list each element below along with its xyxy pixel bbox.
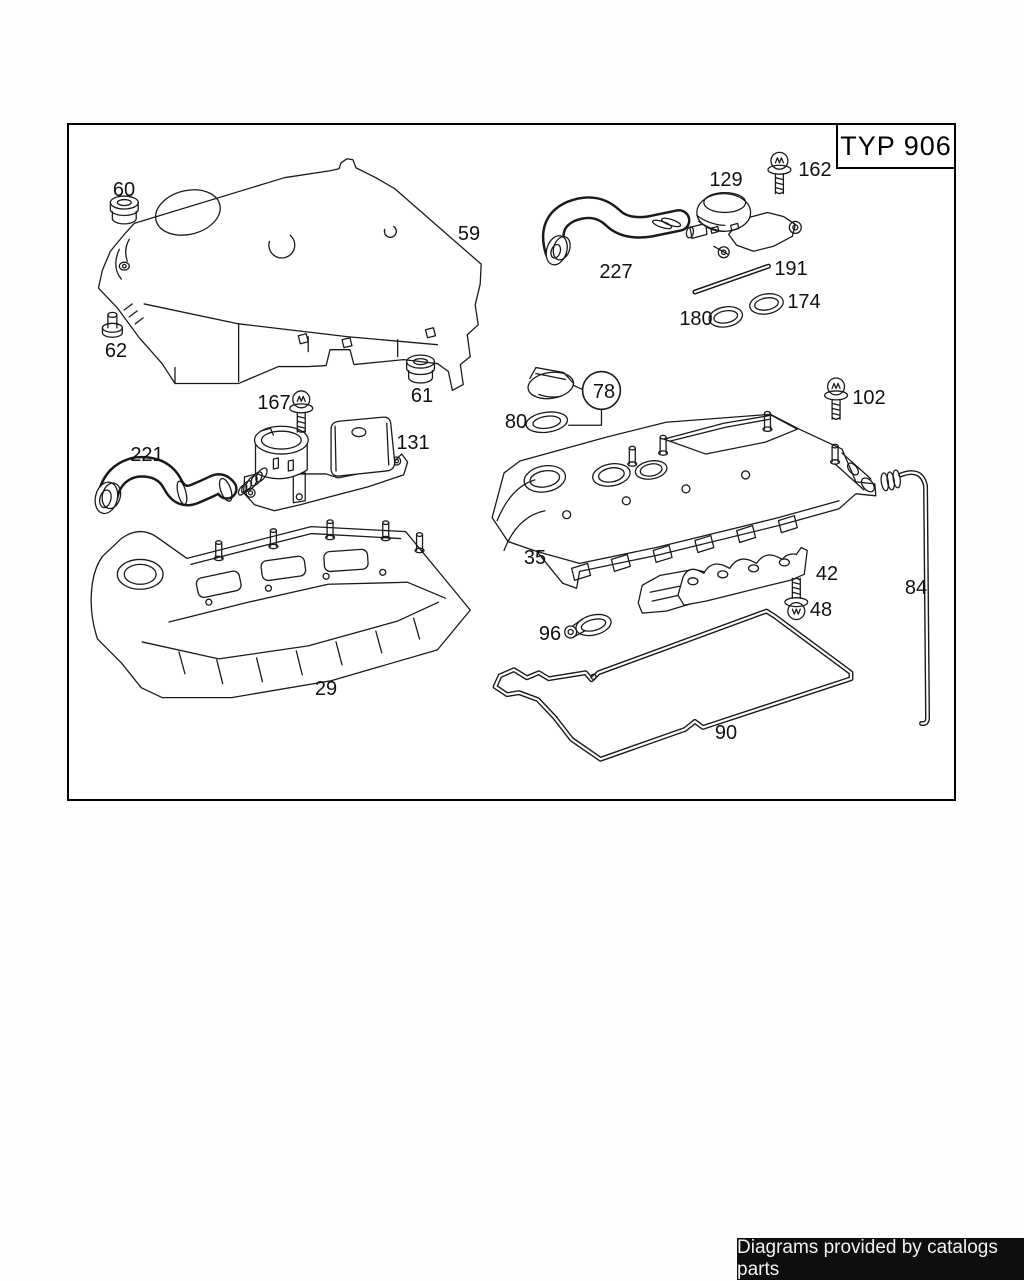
part-62-screw-drawing	[101, 311, 123, 338]
diagram-frame: TYP 906 60 62 59 61 167 131 221 29 227 1…	[67, 123, 956, 801]
part-90-gasket-drawing	[492, 608, 854, 762]
attribution-bar: Diagrams provided by catalogs parts	[737, 1237, 1024, 1280]
part-102-bolt-drawing	[823, 377, 849, 420]
part-label-78: 78	[592, 381, 616, 403]
part-label-61: 61	[410, 385, 434, 407]
part-label-227: 227	[599, 261, 633, 283]
part-78-oil-cap-drawing	[527, 366, 622, 426]
part-59-engine-cover-drawing	[97, 158, 482, 392]
part-48-bolt-drawing	[784, 577, 809, 621]
part-label-35: 35	[523, 547, 547, 569]
part-29-cylinder-head-cover-drawing	[90, 519, 471, 699]
part-162-bolt-drawing	[767, 151, 792, 195]
part-180-oring-drawing	[708, 305, 744, 328]
part-label-167: 167	[257, 392, 291, 414]
part-label-59: 59	[457, 223, 481, 245]
part-label-102: 102	[852, 387, 886, 409]
part-label-90: 90	[714, 722, 738, 744]
part-label-96: 96	[538, 623, 562, 645]
type-designation-box: TYP 906	[836, 123, 956, 169]
part-96-gasket-drawing	[564, 613, 612, 639]
part-label-221: 221	[130, 444, 164, 466]
part-label-80: 80	[504, 411, 528, 433]
part-221-hose-drawing	[94, 455, 238, 515]
part-label-42: 42	[815, 563, 839, 585]
part-label-174: 174	[787, 291, 821, 313]
part-167-bolt-drawing	[289, 390, 314, 433]
part-35-cylinder-head-cover-drawing	[491, 410, 877, 589]
part-label-131: 131	[396, 432, 430, 454]
attribution-text: Diagrams provided by catalogs parts	[737, 1237, 998, 1280]
part-131-oil-separator-drawing	[237, 416, 409, 512]
part-label-84: 84	[904, 577, 928, 599]
part-label-180: 180	[679, 308, 713, 330]
part-label-48: 48	[809, 599, 833, 621]
part-191-pin-drawing	[692, 263, 771, 295]
part-label-29: 29	[314, 678, 338, 700]
part-42-bracket-drawing	[637, 546, 808, 614]
part-227-elbow-hose-drawing	[541, 196, 691, 266]
part-129-valve-drawing	[685, 191, 802, 259]
parts-diagram-art	[90, 151, 931, 762]
part-label-129: 129	[709, 169, 743, 191]
part-label-162: 162	[798, 159, 832, 181]
part-80-seal-drawing	[525, 411, 569, 434]
type-designation-label: TYP 906	[840, 130, 952, 161]
part-label-62: 62	[104, 340, 128, 362]
part-174-oring-drawing	[749, 293, 784, 315]
part-84-vent-pipe-drawing	[880, 469, 931, 727]
part-label-60: 60	[112, 179, 136, 201]
part-label-191: 191	[774, 258, 808, 280]
